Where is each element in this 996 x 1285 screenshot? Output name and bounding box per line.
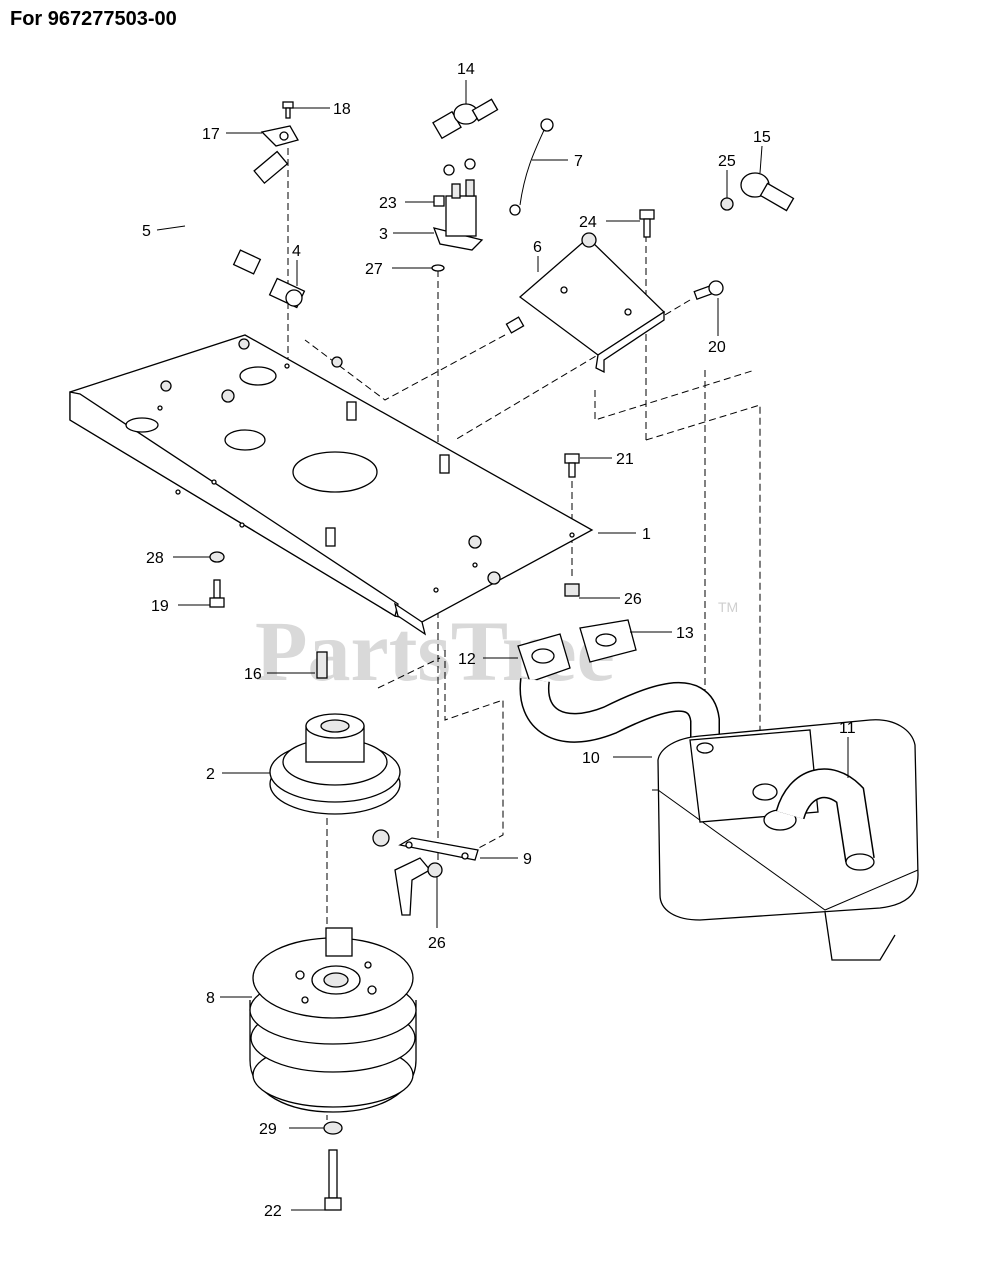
callout-23: 23 <box>379 195 397 212</box>
callout-28: 28 <box>146 550 164 567</box>
watermark-trademark: TM <box>718 599 738 615</box>
part-28-washer <box>209 551 225 563</box>
callout-29: 29 <box>259 1121 277 1138</box>
part-26-nut-lower <box>372 829 443 878</box>
page-title: For 967277503-00 <box>10 8 177 30</box>
part-17-clamp <box>260 125 299 147</box>
callout-24: 24 <box>579 214 597 231</box>
part-23-nut <box>433 195 445 207</box>
callout-6: 6 <box>533 239 542 256</box>
callout-22: 22 <box>264 1203 282 1220</box>
part-11-pipe <box>775 768 875 871</box>
callout-16: 16 <box>244 666 262 683</box>
part-29-washer <box>323 1121 343 1135</box>
callout-17: 17 <box>202 126 220 143</box>
part-20-pin <box>693 280 724 301</box>
part-10-muffler <box>652 719 919 961</box>
part-24-bolt <box>639 209 655 238</box>
callout-labels: 1 2 3 4 5 6 7 8 9 10 11 12 13 14 15 16 1… <box>142 61 856 1220</box>
part-9-bracket <box>394 837 479 916</box>
callout-3: 3 <box>379 226 388 243</box>
callout-12: 12 <box>458 651 476 668</box>
callout-27: 27 <box>365 261 383 278</box>
part-16-key <box>316 651 328 679</box>
callout-18: 18 <box>333 101 351 118</box>
callout-4: 4 <box>292 243 301 260</box>
part-4-fitting <box>268 277 306 309</box>
callout-19: 19 <box>151 598 169 615</box>
part-21-bolt <box>564 453 580 478</box>
callout-13: 13 <box>676 625 694 642</box>
callout-8: 8 <box>206 990 215 1007</box>
part-5-hose <box>183 150 289 275</box>
part-7-cable <box>509 118 554 216</box>
callout-14: 14 <box>457 61 475 78</box>
callout-11: 11 <box>839 720 856 737</box>
callout-1: 1 <box>642 526 651 543</box>
part-19-bolt <box>209 579 225 608</box>
part-8-clutch <box>249 927 417 1113</box>
callout-21: 21 <box>616 451 634 468</box>
part-13-gasket <box>579 619 637 663</box>
callout-15: 15 <box>753 129 771 146</box>
part-15-boot <box>740 172 795 212</box>
callout-10: 10 <box>582 750 600 767</box>
part-3-solenoid <box>432 158 484 251</box>
part-1-mounting-plate <box>69 334 594 636</box>
callout-2: 2 <box>206 766 215 783</box>
part-22-bolt <box>324 1149 342 1211</box>
part-12-gasket-pipe <box>517 633 720 752</box>
part-25-nut <box>720 197 734 211</box>
callout-26-upper: 26 <box>624 591 642 608</box>
callout-5: 5 <box>142 223 151 240</box>
part-27-washer <box>431 264 445 272</box>
part-18-bolt <box>282 101 294 119</box>
callout-26-lower: 26 <box>428 935 446 952</box>
callout-9: 9 <box>523 851 532 868</box>
part-2-pulley <box>269 713 401 815</box>
leader-lines <box>156 80 849 1211</box>
part-14-boot <box>432 98 499 140</box>
part-26-nut-upper <box>564 583 580 597</box>
callout-7: 7 <box>574 153 583 170</box>
callout-20: 20 <box>708 339 726 356</box>
part-6-bracket <box>505 232 666 374</box>
callout-25: 25 <box>718 153 736 170</box>
